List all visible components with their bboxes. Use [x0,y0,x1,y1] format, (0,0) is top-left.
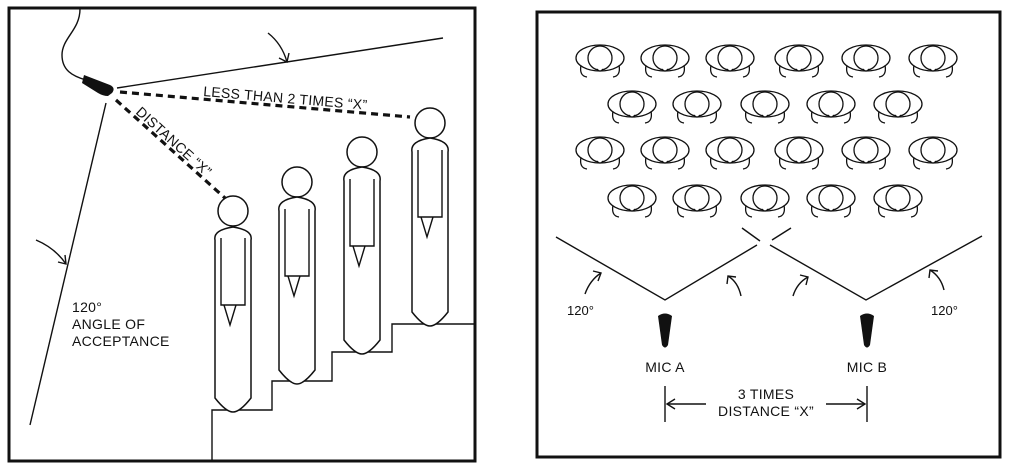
angle-arrow-b-right [929,269,945,291]
audience-member-icon [607,184,657,218]
audience-member-icon [705,44,755,78]
audience-member-icon [740,90,790,124]
mic-b-label: MIC B [847,359,887,375]
audience-member-icon [873,184,923,218]
pickup-line-lower [29,102,107,426]
mic-a-pickup-pattern [555,236,758,301]
audience-member-icon [575,136,625,170]
angle-arrow-a-right [727,275,742,297]
audience-member-icon [705,136,755,170]
angle-arrow-upper [267,32,288,63]
angle-value-label: 120° [72,299,102,315]
singer-figure [343,136,381,355]
angle-arrow-a-left [584,272,602,295]
audience-member-icon [640,136,690,170]
angle-arrow-b-right-head [928,269,939,279]
mic-b-angle-label: 120° [931,303,958,318]
angle-arrow-a-right-head [726,275,737,285]
spacing-label-line2: DISTANCE “X” [718,403,814,419]
hanging-mic-icon [82,75,114,96]
right-panel-audience-two-mics: 120° 120° MIC A MIC B 3 TIMES DISTANCE “… [535,10,1002,459]
audience-member-icon [841,44,891,78]
spacing-arrowhead-right [856,398,867,410]
audience-member-icon [841,136,891,170]
acceptance-label: ACCEPTANCE [72,333,170,349]
audience-group [575,44,958,218]
audience-member-icon [774,136,824,170]
audience-member-icon [908,44,958,78]
left-panel-choir-on-risers: LESS THAN 2 TIMES “X” DISTANCE “X” 120° … [7,6,477,463]
audience-member-icon [575,44,625,78]
singer-figure [411,107,449,327]
spacing-arrowhead-left [665,398,676,410]
right-panel-frame [535,10,1002,459]
angle-arrow-b-left [792,276,809,297]
angle-of-label: ANGLE OF [72,316,145,332]
audience-member-icon [740,184,790,218]
singer-figure [214,195,252,413]
audience-member-icon [774,44,824,78]
pattern-crossing-tick [741,227,761,242]
mic-a-label: MIC A [645,359,685,375]
pickup-line-upper [116,37,444,89]
audience-member-icon [607,90,657,124]
audience-member-icon [806,90,856,124]
angle-arrow-lower [35,239,67,265]
audience-member-icon [640,44,690,78]
distance-x-dashed-line [114,98,227,200]
mic-a-icon [658,313,672,348]
audience-member-icon [806,184,856,218]
mic-b-icon [860,313,874,348]
angle-arrow-upper-head [278,52,290,64]
audience-member-icon [908,136,958,170]
less-than-2x-dashed-line [119,90,411,119]
angle-arrow-lower-head [57,254,67,265]
mic-b-pickup-pattern [769,235,983,301]
audience-member-icon [672,90,722,124]
singer-figure [278,166,316,385]
audience-member-icon [672,184,722,218]
mic-cable [61,8,87,81]
audience-member-icon [873,90,923,124]
mic-a-angle-label: 120° [567,303,594,318]
pattern-crossing-tick [771,227,792,241]
spacing-label-line1: 3 TIMES [738,386,794,402]
angle-arrow-a-left-head [592,270,602,282]
angle-arrow-b-left-head [799,274,809,286]
